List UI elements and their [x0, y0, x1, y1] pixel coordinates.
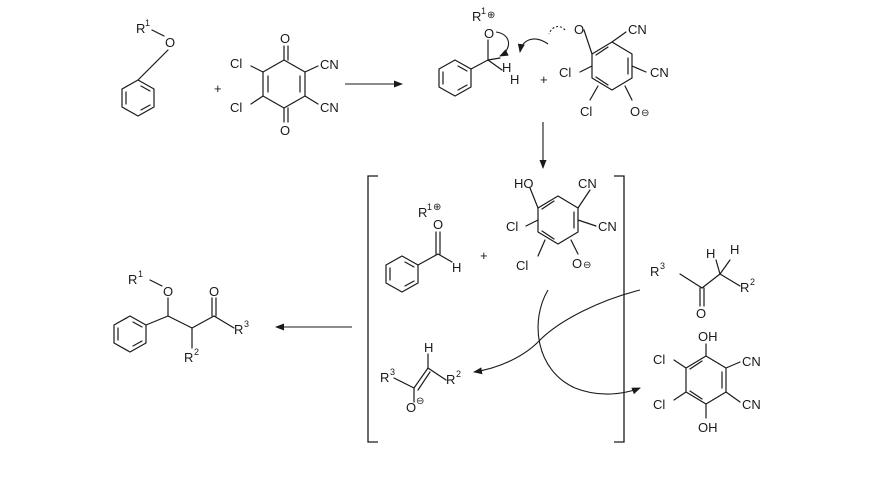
enolate-o: O	[406, 400, 416, 415]
ddqh2-cl-2: Cl	[653, 397, 665, 412]
ketone-h-1: H	[706, 246, 715, 261]
ketone-r3: R	[650, 264, 659, 279]
ether-r1-sup: 1	[145, 18, 150, 28]
aldehyde-h: H	[452, 260, 461, 275]
adduct-negative-charge: ⊖	[641, 108, 649, 119]
oxonium-positive-charge: ⊕	[487, 10, 495, 21]
aldehyde-r1: R	[418, 205, 427, 220]
ddqh2-oh-bottom: OH	[698, 420, 718, 435]
ketone-o: O	[696, 306, 706, 321]
ddqh2-cn-1: CN	[742, 354, 761, 369]
ddqh-cl-2: Cl	[516, 258, 528, 273]
curved-arrow-to-enolate	[473, 289, 641, 375]
enolate-r3-sup: 3	[390, 367, 395, 377]
ddqh-o-minus: O	[572, 256, 582, 271]
oxonium-h-1: H	[502, 60, 511, 75]
plus-sign-1: +	[214, 81, 222, 96]
ketone-reagent: O R 3 R 2 H H	[650, 242, 755, 321]
ddqh2-cn-2: CN	[742, 397, 761, 412]
enolate-h: H	[424, 340, 433, 355]
ddq-reagent: O O Cl Cl CN CN	[230, 31, 339, 138]
ddqh-cn-2: CN	[598, 219, 617, 234]
oxonium-o: O	[484, 26, 494, 41]
product-r3-sup: 3	[244, 319, 249, 329]
plus-sign-2: +	[540, 72, 548, 87]
ether-r1: R	[136, 21, 145, 36]
ddqh2-product: OH OH Cl Cl CN CN	[653, 329, 761, 435]
curved-arrow-to-ddqh2	[537, 289, 641, 395]
ddq-cl-1: Cl	[230, 56, 242, 71]
adduct-cn-1: CN	[628, 22, 647, 37]
ddqh-anion: HO CN CN Cl Cl O ⊖	[506, 176, 617, 273]
ddq-adduct: O CN CN Cl Cl O ⊖	[548, 22, 669, 119]
ether-o: O	[165, 35, 175, 50]
enolate-r2: R	[446, 372, 455, 387]
ddqh-negative-charge: ⊖	[583, 260, 591, 271]
product-o-keto: O	[209, 284, 219, 299]
plus-sign-3: +	[480, 248, 488, 263]
ddq-cn-2: CN	[320, 100, 339, 115]
enolate-negative-charge: ⊖	[416, 396, 424, 407]
adduct-cl-2: Cl	[580, 104, 592, 119]
enolate: R 3 R 2 H O ⊖	[380, 340, 461, 415]
benzyl-ether-reactant: O R 1	[121, 18, 175, 117]
oxonium-intermediate: O R 1 ⊕ H H	[438, 6, 549, 97]
enolate-r3: R	[380, 370, 389, 385]
ddqh2-cl-1: Cl	[653, 352, 665, 367]
aldehyde-positive-charge: ⊕	[433, 202, 441, 213]
product-o-ether: O	[163, 284, 173, 299]
right-bracket	[614, 175, 625, 443]
left-bracket	[367, 175, 378, 443]
ddqh2-oh-top: OH	[698, 329, 718, 344]
oxonium-r1-sup: 1	[481, 6, 486, 16]
ketone-r2: R	[740, 280, 749, 295]
product-r3: R	[234, 322, 243, 337]
benzaldehyde-oxonium: O R 1 ⊕ H	[385, 202, 461, 293]
oxonium-r1: R	[472, 9, 481, 24]
ketone-r3-sup: 3	[660, 261, 665, 271]
product-r1: R	[128, 272, 137, 287]
adduct-o: O	[574, 22, 584, 37]
ddqh-ho: HO	[514, 176, 534, 191]
product-r2: R	[184, 350, 193, 365]
adduct-cn-2: CN	[650, 65, 669, 80]
adduct-cl-1: Cl	[559, 65, 571, 80]
product-r2-sup: 2	[194, 347, 199, 357]
aldehyde-r1-sup: 1	[427, 202, 432, 212]
ddq-cn-1: CN	[320, 57, 339, 72]
ddq-o-top: O	[280, 31, 290, 46]
enolate-r2-sup: 2	[456, 369, 461, 379]
adduct-o-minus: O	[630, 104, 640, 119]
ketone-h-2: H	[730, 242, 739, 257]
final-product: O R 1 R 2 O R 3	[113, 269, 249, 365]
ddqh-cl-1: Cl	[506, 219, 518, 234]
ddq-o-bottom: O	[280, 123, 290, 138]
oxonium-h-2: H	[510, 72, 519, 87]
product-r1-sup: 1	[138, 269, 143, 279]
aldehyde-o: O	[433, 217, 443, 232]
ketone-r2-sup: 2	[750, 277, 755, 287]
ddqh-cn-1: CN	[578, 176, 597, 191]
ddq-cl-2: Cl	[230, 100, 242, 115]
